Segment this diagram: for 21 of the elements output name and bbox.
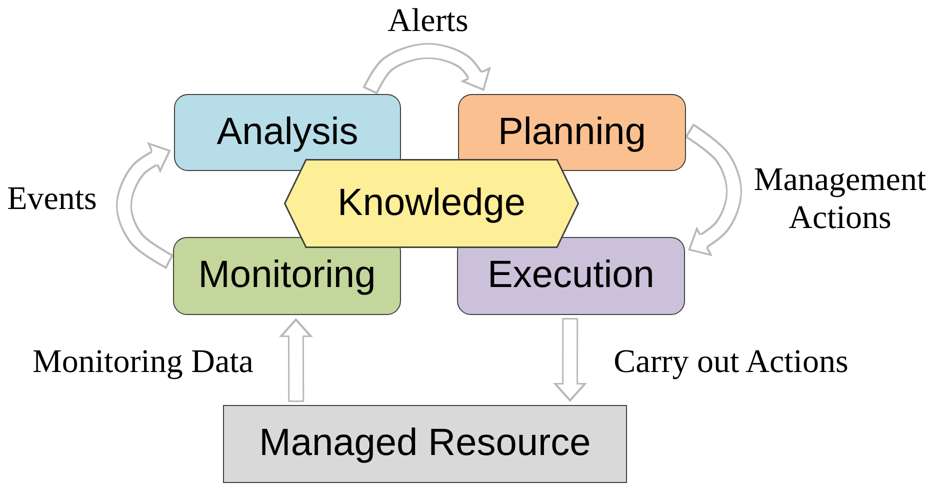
block-arrow <box>116 142 174 269</box>
block-arrow <box>278 318 313 402</box>
edge-label: Monitoring Data <box>32 343 254 381</box>
node-label: Analysis <box>216 110 358 154</box>
resource-box <box>223 405 627 483</box>
process-box <box>173 237 401 315</box>
block-arrow <box>684 123 742 258</box>
node-label: Managed Resource <box>259 422 591 466</box>
edge-label: Carry out Actions <box>612 343 850 381</box>
process-box <box>458 94 686 171</box>
node-label: Monitoring <box>198 254 376 298</box>
block-arrow <box>553 318 588 402</box>
process-box <box>174 94 401 171</box>
node-label: Planning <box>498 110 646 154</box>
edge-label: Alerts <box>386 2 470 40</box>
process-box <box>457 237 685 315</box>
node-label: Knowledge <box>337 182 526 226</box>
knowledge-hexagon <box>284 159 579 248</box>
node-label: Execution <box>488 254 654 298</box>
edge-label: Events <box>6 180 98 218</box>
edge-label: Management Actions <box>752 161 928 237</box>
